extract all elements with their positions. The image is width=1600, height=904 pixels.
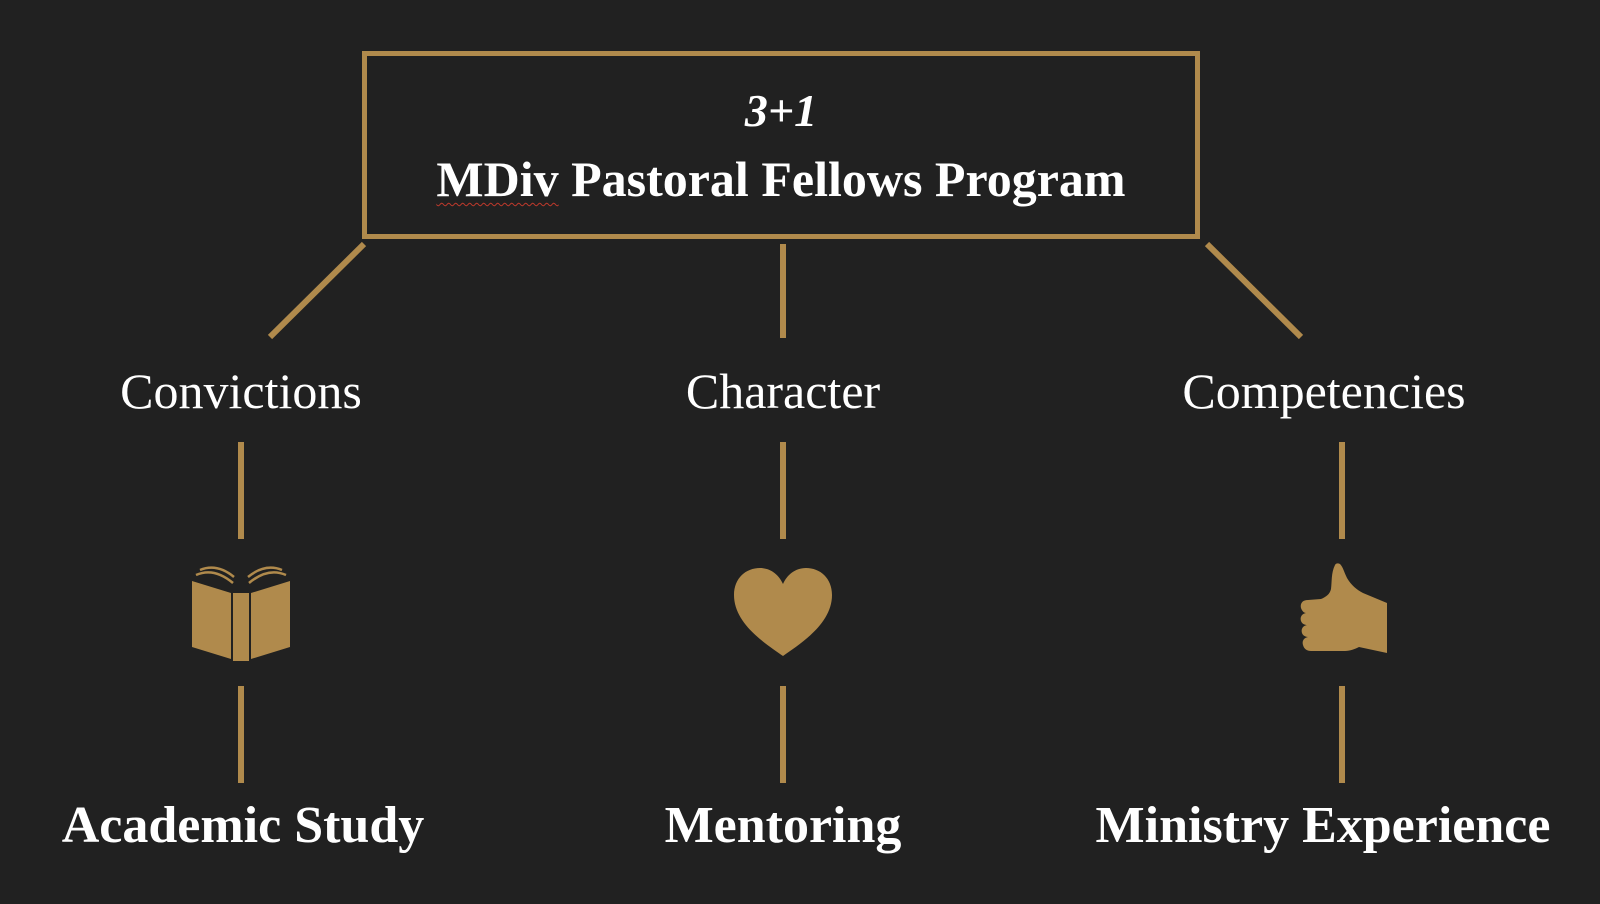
heart-icon bbox=[734, 568, 832, 656]
method-label-mentoring: Mentoring bbox=[664, 797, 902, 854]
pillar-label-competencies: Competencies bbox=[1182, 363, 1466, 419]
pillar-label-convictions: Convictions bbox=[120, 363, 362, 419]
connector-title-competencies bbox=[1204, 241, 1304, 340]
method-label-academic-study: Academic Study bbox=[61, 797, 425, 854]
open-book-icon bbox=[192, 566, 290, 661]
thumbs-up-icon bbox=[1300, 563, 1387, 653]
program-title: MDiv Pastoral Fellows Program bbox=[367, 154, 1195, 204]
program-title-prefix: MDiv bbox=[436, 151, 559, 207]
method-label-ministry-experience: Ministry Experience bbox=[1095, 797, 1551, 854]
connector-title-convictions bbox=[267, 241, 367, 340]
program-superscript: 3+1 bbox=[744, 85, 818, 136]
pillar-label-character: Character bbox=[685, 363, 881, 419]
program-title-box: 3+1 MDiv Pastoral Fellows Program bbox=[362, 51, 1200, 239]
program-title-rest: Pastoral Fellows Program bbox=[558, 151, 1126, 207]
